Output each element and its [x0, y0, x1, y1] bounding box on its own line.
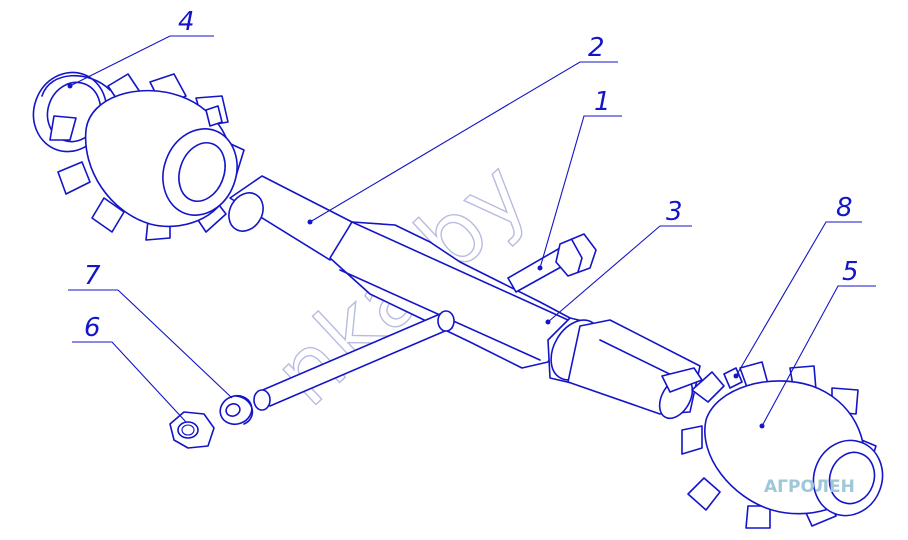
agrolen-logo: AГРОЛЕН [764, 477, 855, 497]
callout-1: 1 [594, 87, 611, 117]
callout-4: 4 [178, 7, 195, 37]
hex-nut [169, 411, 215, 449]
callout-2: 2 [588, 33, 605, 63]
main-shaft [228, 175, 703, 420]
left-sprocket [32, 71, 245, 241]
callout-3: 3 [666, 197, 683, 227]
leader-lines [68, 35, 876, 427]
callout-7: 7 [84, 261, 101, 291]
washer [219, 394, 254, 426]
right-sprocket [681, 361, 884, 529]
callout-6: 6 [84, 313, 101, 343]
callout-5: 5 [842, 257, 859, 287]
callout-8: 8 [836, 193, 853, 223]
